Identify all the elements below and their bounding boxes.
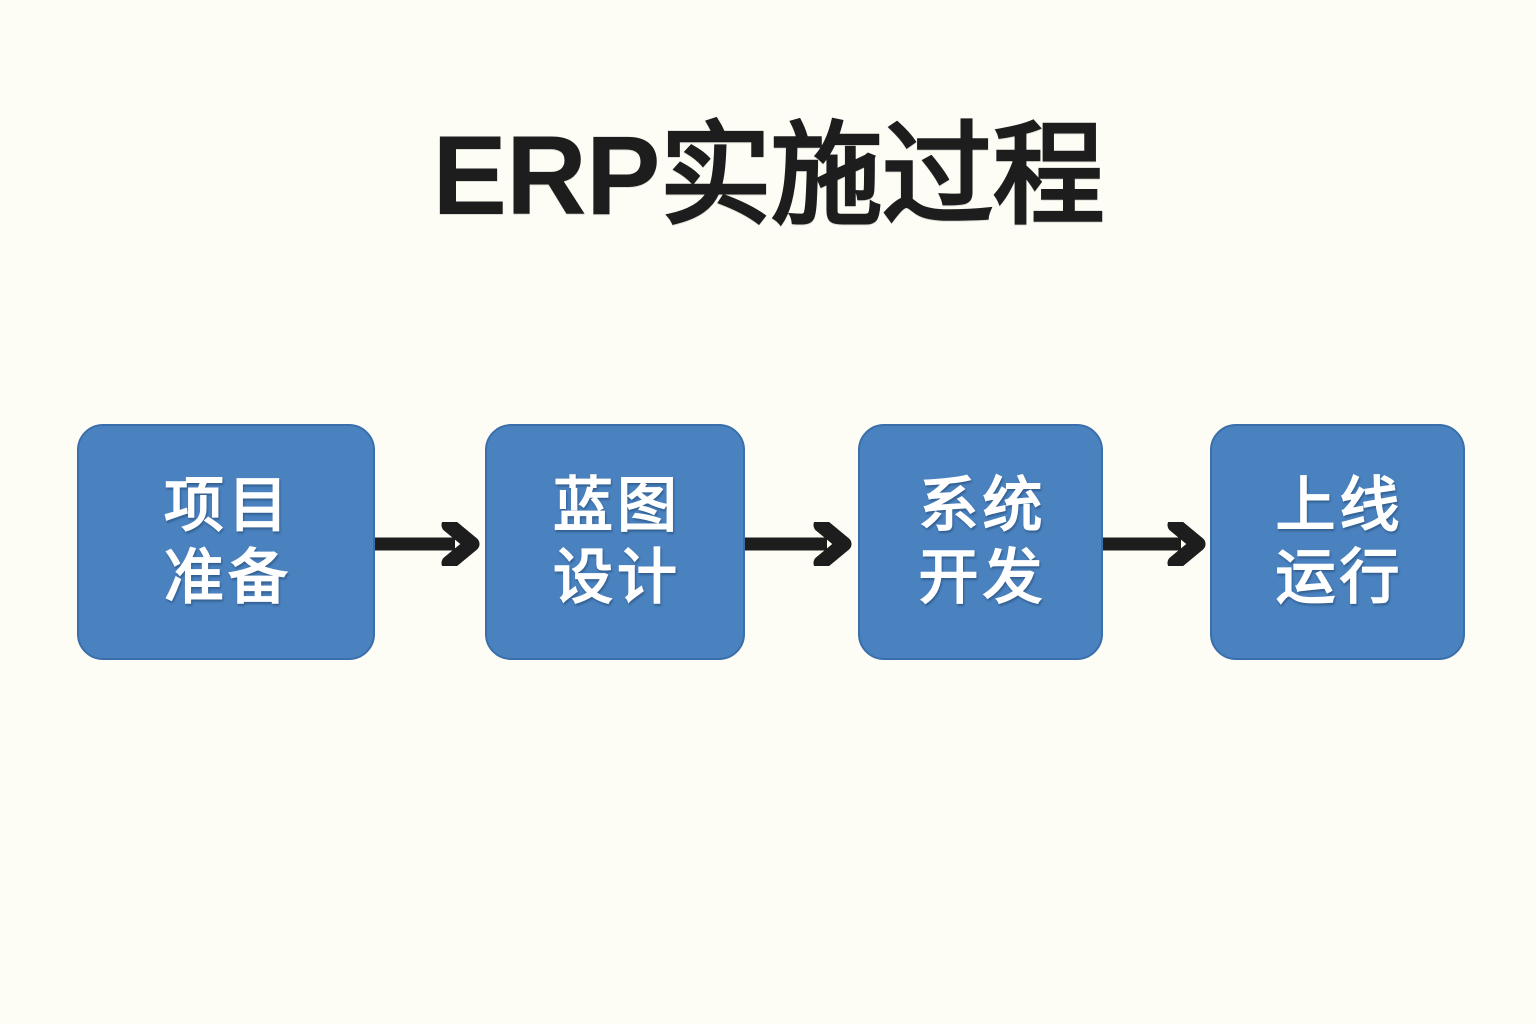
flow-node-label-line2: 设计	[553, 544, 681, 611]
arrow-right-icon-connector-1	[375, 522, 485, 566]
flow-node-label-line1: 项目	[164, 472, 292, 539]
arrow-right-icon-connector-3	[1103, 522, 1210, 566]
process-flow: 项目 准备 蓝图 设计 系统 开发	[0, 424, 1536, 664]
page-title: ERP实施过程	[432, 113, 1104, 238]
flow-node-label-line1: 上线	[1275, 472, 1404, 539]
flow-node-label-line2: 开发	[918, 544, 1047, 611]
arrow-right-icon-connector-2	[745, 522, 858, 566]
flow-node-label-line1: 蓝图	[553, 472, 681, 539]
flow-node-label-line1: 系统	[918, 472, 1047, 539]
flow-node-golive-operation[interactable]: 上线 运行	[1210, 424, 1465, 660]
flow-node-label-line2: 准备	[164, 544, 292, 611]
flow-node-label-line2: 运行	[1275, 544, 1404, 611]
flow-node-system-development[interactable]: 系统 开发	[858, 424, 1103, 660]
flow-node-blueprint-design[interactable]: 蓝图 设计	[485, 424, 745, 660]
flow-node-project-preparation[interactable]: 项目 准备	[77, 424, 375, 660]
